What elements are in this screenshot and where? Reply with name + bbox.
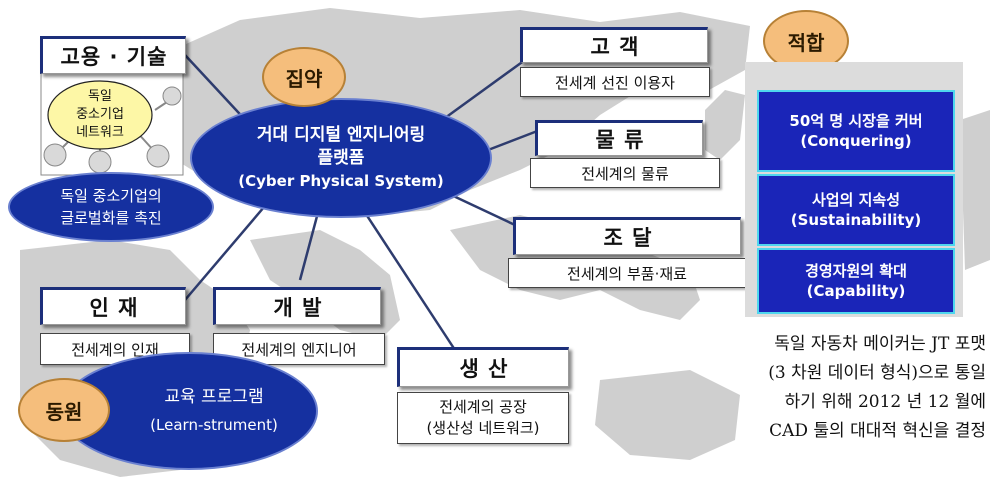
platform-subtitle: (Cyber Physical System)	[238, 171, 444, 190]
employment-title: 고용 · 기술	[40, 36, 186, 74]
fit-item-title: 50억 명 시장을 커버	[789, 111, 923, 130]
concentration-badge: 집약	[262, 47, 346, 107]
logistics-title: 물 류	[535, 120, 703, 156]
talent-title: 인 재	[40, 287, 186, 325]
fit-item-conquering: 50억 명 시장을 커버 (Conquering)	[757, 90, 955, 172]
fit-item-sustainability: 사업의 지속성 (Sustainability)	[757, 174, 955, 246]
mobilization-badge: 동원	[18, 378, 110, 442]
sme-globalization-ellipse: 독일 중소기업의 글로벌화를 촉진	[8, 172, 214, 242]
customer-title: 고 객	[520, 27, 708, 63]
connector-talent	[184, 199, 271, 301]
production-sub: 전세계의 공장 (생산성 네트워크)	[397, 392, 569, 444]
logistics-sub: 전세계의 물류	[530, 158, 720, 188]
connector-development	[298, 204, 322, 281]
education-ellipse: 교육 프로그램 (Learn-strument)	[60, 352, 318, 470]
education-subtitle: (Learn-strument)	[150, 416, 278, 434]
production-sub-line: (생산성 네트워크)	[426, 419, 540, 437]
central-platform-ellipse: 거대 디지털 엔지니어링 플랫폼 (Cyber Physical System)	[190, 98, 492, 218]
fit-item-title: 사업의 지속성	[811, 190, 901, 209]
development-title: 개 발	[213, 287, 381, 325]
network-node	[88, 150, 112, 174]
connector-production	[358, 204, 457, 351]
fit-item-title: 경영자원의 확대	[805, 261, 907, 280]
fit-item-subtitle: (Capability)	[806, 282, 906, 300]
caption-line: 하기 위해 2012 년 12 월에	[784, 392, 986, 412]
customer-sub: 전세계 선진 이용자	[520, 67, 710, 97]
development-sub: 전세계의 엔지니어	[213, 333, 385, 365]
production-title: 생 산	[397, 347, 569, 387]
fit-item-subtitle: (Conquering)	[800, 132, 912, 150]
fit-item-capability: 경영자원의 확대 (Capability)	[757, 248, 955, 314]
caption-line: (3 차원 데이터 형식)으로 통일	[768, 363, 986, 383]
production-sub-line: 전세계의 공장	[439, 398, 527, 416]
sme-globalization-line: 글로벌화를 촉진	[60, 209, 162, 227]
network-node	[162, 86, 182, 106]
fit-item-subtitle: (Sustainability)	[790, 211, 922, 229]
fit-badge: 적합	[763, 10, 849, 72]
platform-title-line: 거대 디지털 엔지니어링	[256, 124, 426, 145]
procurement-sub: 전세계의 부품·재료	[508, 258, 746, 288]
sme-network	[40, 72, 184, 176]
platform-title-line: 플랫폼	[317, 147, 365, 168]
caption-line: 독일 자동차 메이커는 JT 포맷	[774, 334, 986, 354]
caption-text: 독일 자동차 메이커는 JT 포맷 (3 차원 데이터 형식)으로 통일 하기 …	[698, 330, 986, 446]
sme-network-line: 네트워크	[76, 125, 124, 140]
sme-globalization-line: 독일 중소기업의	[60, 187, 162, 205]
sme-network-line: 중소기업	[76, 107, 124, 122]
connector-customer	[444, 58, 526, 120]
caption-line: CAD 툴의 대대적 혁신을 결정	[769, 421, 986, 441]
sme-network-bubble	[47, 80, 153, 150]
sme-network-line: 독일	[88, 89, 112, 104]
network-node	[146, 144, 170, 168]
network-node	[43, 143, 67, 167]
procurement-title: 조 달	[513, 217, 741, 255]
sme-network-label: 독일 중소기업 네트워크	[52, 88, 148, 142]
education-title: 교육 프로그램	[164, 387, 264, 407]
